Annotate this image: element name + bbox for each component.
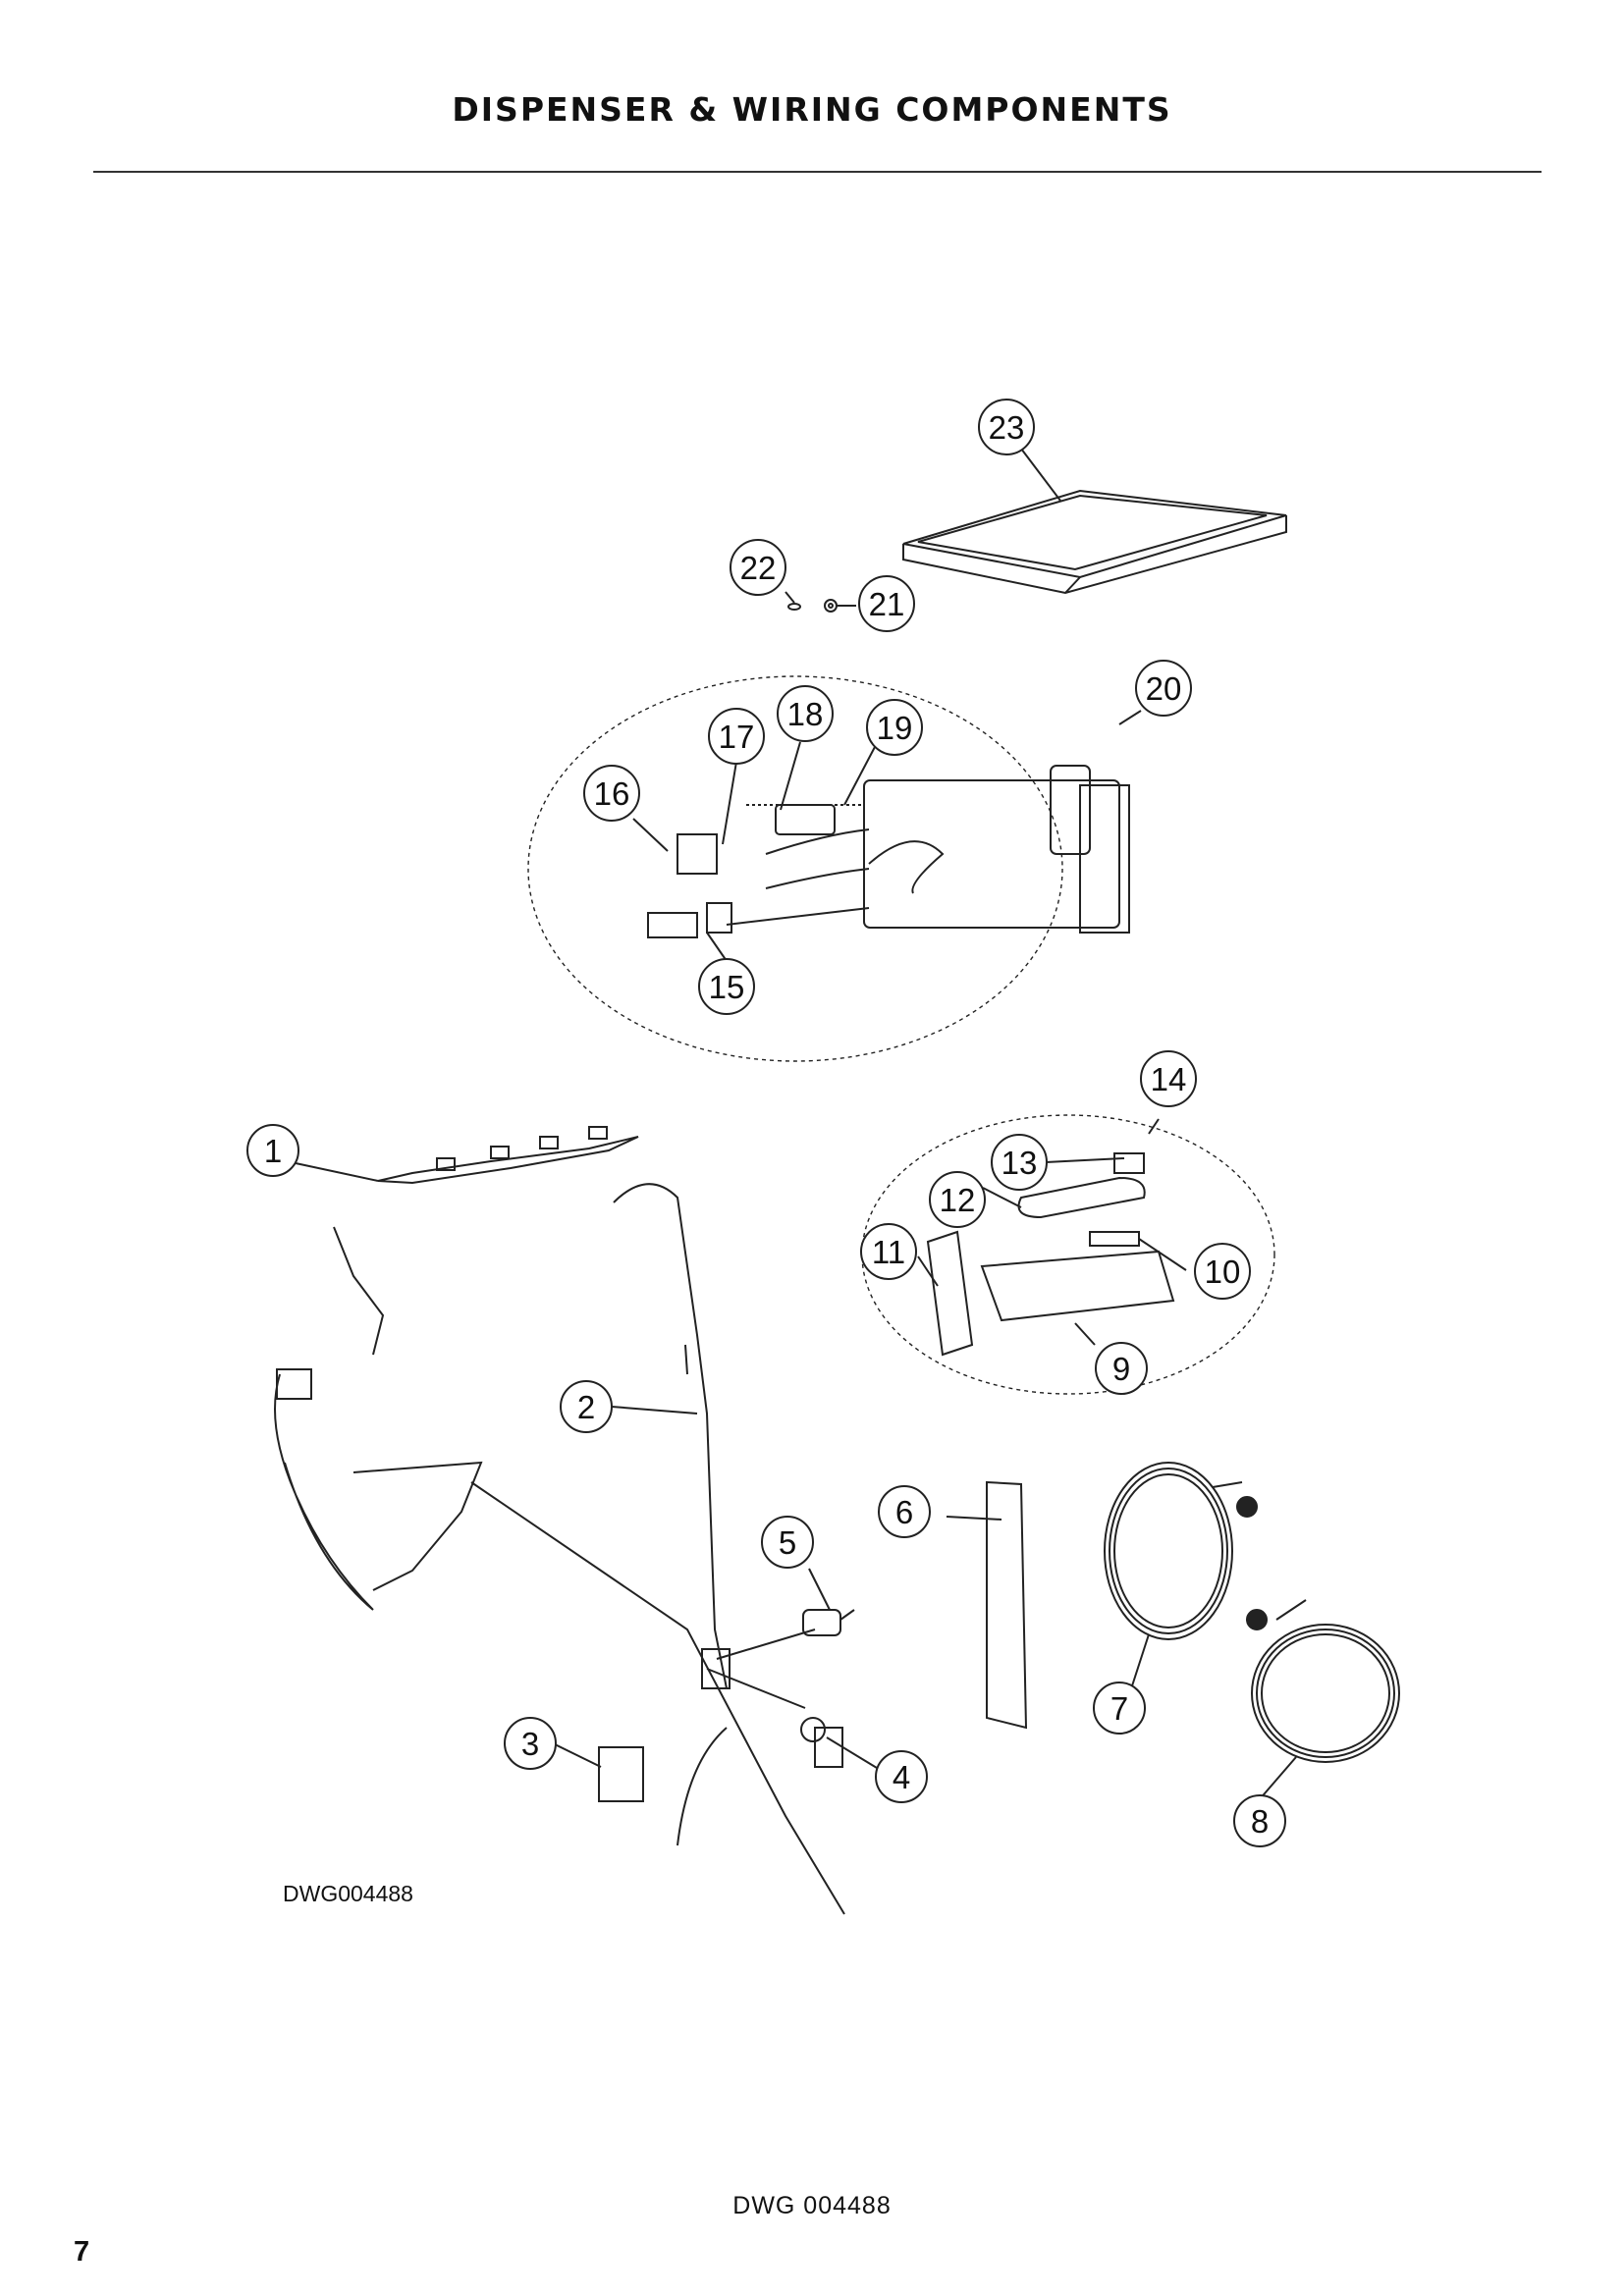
pump-assembly-outline <box>861 1114 1275 1395</box>
callout-number: 13 <box>1001 1145 1038 1181</box>
callout-14: 14 <box>1140 1050 1197 1107</box>
callout-17: 17 <box>708 708 765 765</box>
callout-13: 13 <box>991 1134 1048 1191</box>
callout-10: 10 <box>1194 1243 1251 1300</box>
callout-number: 10 <box>1205 1254 1241 1290</box>
leader-lines <box>295 448 1297 1801</box>
callout-number: 16 <box>594 775 630 812</box>
callout-number: 4 <box>893 1759 910 1795</box>
callout-number: 19 <box>877 710 913 746</box>
callout-11: 11 <box>860 1223 917 1280</box>
part-connector <box>800 1717 826 1742</box>
footer-drawing-code: DWG 004488 <box>732 2192 892 2219</box>
callout-number: 14 <box>1151 1061 1187 1097</box>
callout-number: 20 <box>1146 670 1182 707</box>
callout-number: 15 <box>709 969 745 1005</box>
callout-number: 9 <box>1112 1351 1130 1387</box>
callout-number: 3 <box>521 1726 539 1762</box>
callout-group: 1 2 3 4 5 6 7 8 9 10 11 12 13 14 15 16 1… <box>246 399 1286 1847</box>
callout-12: 12 <box>929 1171 986 1228</box>
callout-number: 2 <box>577 1389 595 1425</box>
callout-number: 1 <box>264 1133 282 1169</box>
callout-6: 6 <box>878 1485 931 1538</box>
callout-number: 17 <box>719 719 755 755</box>
callout-15: 15 <box>698 958 755 1015</box>
callout-20: 20 <box>1135 660 1192 717</box>
callout-number: 11 <box>872 1234 905 1270</box>
callout-19: 19 <box>866 699 923 756</box>
part-sensor <box>802 1609 855 1636</box>
part-rail <box>986 1480 1028 1730</box>
title-divider <box>93 171 1542 173</box>
callout-number: 22 <box>740 550 777 586</box>
callout-22: 22 <box>730 539 786 596</box>
callout-21: 21 <box>858 575 915 632</box>
callout-5: 5 <box>761 1516 814 1569</box>
callout-number: 23 <box>989 409 1025 446</box>
part-lid <box>902 489 1287 595</box>
callout-7: 7 <box>1093 1682 1146 1735</box>
part-wiring-harness <box>274 1183 845 1915</box>
callout-3: 3 <box>504 1717 557 1770</box>
page-title: DISPENSER & WIRING COMPONENTS <box>452 90 1172 129</box>
callout-8: 8 <box>1233 1794 1286 1847</box>
callout-number: 18 <box>787 696 824 732</box>
callout-2: 2 <box>560 1380 613 1433</box>
part-pump <box>926 1152 1175 1357</box>
part-hose-2 <box>1246 1599 1400 1763</box>
part-dispenser-housing <box>647 765 1130 938</box>
part-hose-1 <box>1104 1462 1258 1640</box>
drawing-id-label: DWG004488 <box>283 1881 413 1906</box>
callout-number: 7 <box>1110 1690 1128 1727</box>
dispenser-assembly-outline <box>527 675 1063 1062</box>
callout-4: 4 <box>875 1750 928 1803</box>
part-door-lock <box>598 1746 644 1802</box>
part-bracket <box>377 1126 639 1185</box>
callout-9: 9 <box>1095 1342 1148 1395</box>
callout-number: 8 <box>1251 1803 1269 1840</box>
callout-number: 6 <box>895 1494 913 1530</box>
callout-23: 23 <box>978 399 1035 455</box>
callout-number: 21 <box>869 586 905 622</box>
callout-18: 18 <box>777 685 834 742</box>
page-number: 7 <box>74 2236 90 2268</box>
callout-16: 16 <box>583 765 640 822</box>
part-washers <box>787 599 838 613</box>
callout-1: 1 <box>246 1124 299 1177</box>
callout-number: 12 <box>940 1182 976 1218</box>
callout-number: 5 <box>779 1524 796 1561</box>
